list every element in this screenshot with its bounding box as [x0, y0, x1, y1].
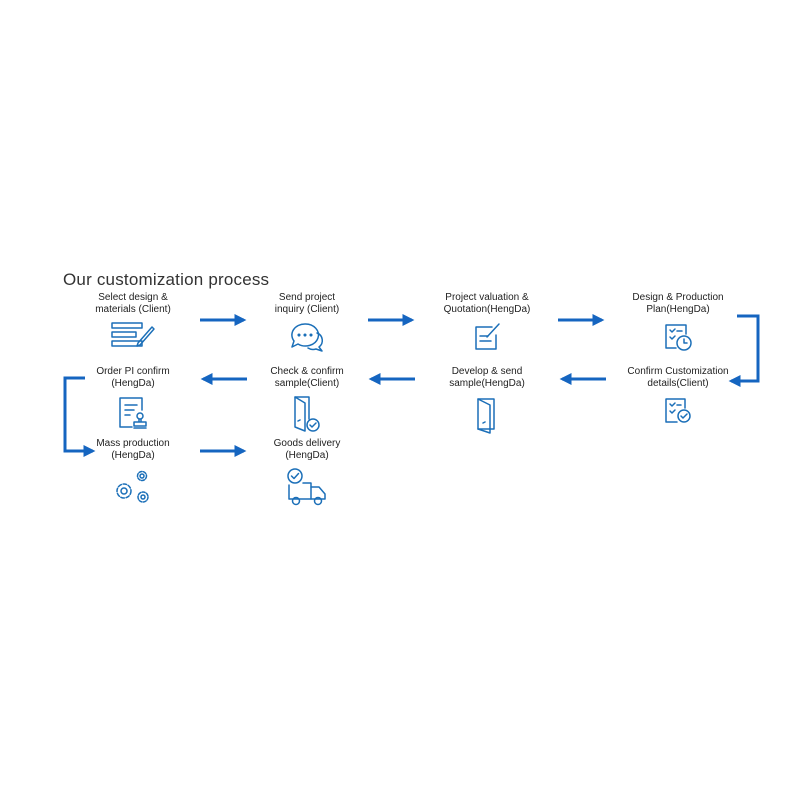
step-label-line2: (HengDa) — [111, 378, 155, 389]
arrow-8-9 — [63, 376, 96, 457]
step-label-line2: (HengDa) — [285, 450, 329, 461]
folder-icon — [477, 398, 495, 434]
document-stamp-icon — [119, 397, 147, 429]
step-label-line1: Goods delivery — [273, 438, 341, 449]
step-label-line2: sample(HengDa) — [449, 378, 525, 389]
document-edit-icon — [475, 323, 500, 350]
step-label-line1: Mass production — [96, 438, 170, 449]
delivery-truck-icon — [287, 468, 326, 506]
step-project-valuation: Project valuation &Quotation(HengDa) — [412, 292, 562, 353]
step-label-line2: Quotation(HengDa) — [443, 304, 531, 315]
checklist-pen-icon — [111, 322, 155, 347]
step-label-line2: materials (Client) — [95, 304, 171, 315]
step-label-line1: Confirm Customization — [627, 366, 729, 377]
step-label-line2: inquiry (Client) — [274, 304, 340, 315]
arrow-4-5 — [728, 314, 760, 387]
step-label-line1: Develop & send — [451, 366, 523, 377]
step-goods-delivery: Goods delivery(HengDa) — [232, 438, 382, 509]
step-mass-production: Mass production(HengDa) — [58, 438, 208, 507]
chat-bubbles-icon — [291, 323, 323, 352]
page-title: Our customization process — [63, 270, 270, 289]
step-order-pi-confirm: Order PI confirm(HengDa) — [58, 366, 208, 431]
step-label-line2: Plan(HengDa) — [646, 304, 710, 315]
checklist-check-icon — [665, 398, 691, 423]
step-label-line2: (HengDa) — [111, 450, 155, 461]
checklist-clock-icon — [665, 324, 692, 351]
step-label-line1: Design & Production — [632, 292, 724, 303]
step-label-line1: Order PI confirm — [96, 366, 170, 377]
step-select-design: Select design &materials (Client) — [58, 292, 208, 351]
step-label-line1: Select design & — [98, 292, 168, 303]
step-label-line1: Project valuation & — [445, 292, 529, 303]
step-label-line1: Send project — [278, 292, 336, 303]
step-label-line2: sample(Client) — [274, 378, 340, 389]
step-label-line1: Check & confirm — [270, 366, 344, 377]
step-label-line2: details(Client) — [647, 378, 709, 389]
gears-icon — [116, 470, 149, 503]
folder-check-icon — [294, 396, 320, 432]
